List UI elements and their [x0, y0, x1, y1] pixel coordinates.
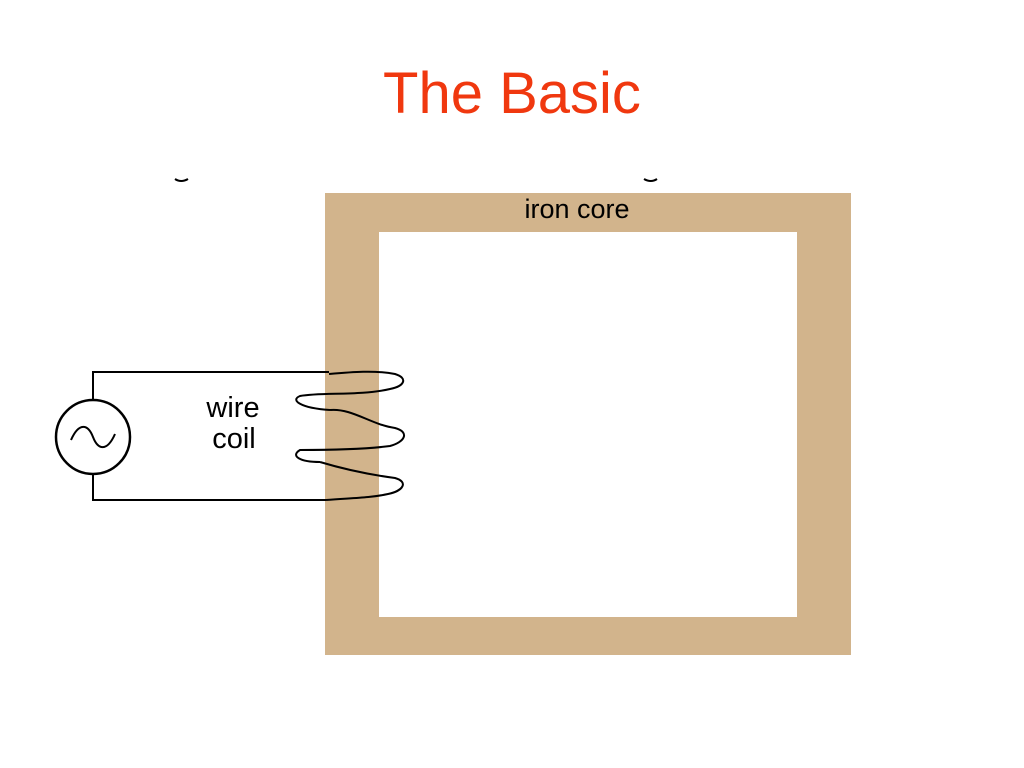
wire-coil-label-line2: coil: [212, 423, 256, 455]
iron-core: [325, 193, 851, 655]
artifact-mark-left: [174, 178, 189, 182]
circuit-wire: [92, 371, 329, 501]
wire-coil-label-line1: wire: [205, 392, 259, 424]
slide-title: The Basic: [383, 61, 641, 126]
artifact-mark-right: [643, 178, 658, 182]
iron-core-label: iron core: [524, 194, 629, 224]
ac-source-icon: [54, 398, 132, 476]
wire-coil: [295, 370, 405, 501]
